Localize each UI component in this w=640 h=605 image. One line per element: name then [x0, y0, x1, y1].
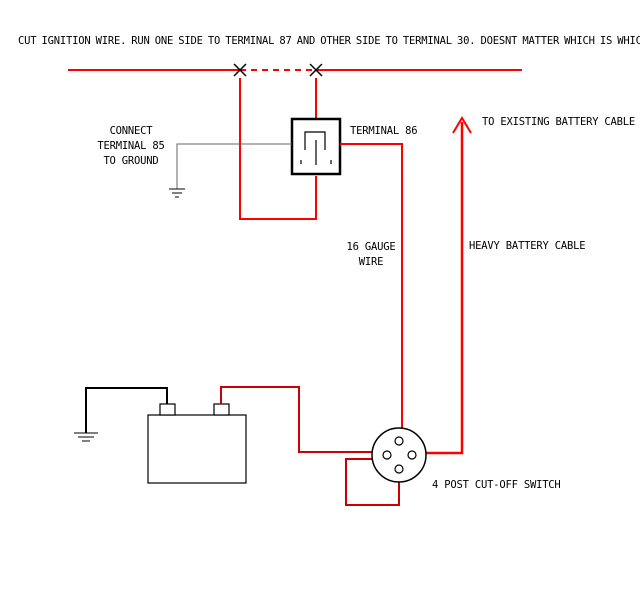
- cut-mark-left: [233, 63, 247, 77]
- heavy-battery-cable: [424, 122, 464, 455]
- terminal-85-line-2: TERMINAL 85: [97, 140, 165, 152]
- switch-jumper-wire: [345, 458, 400, 506]
- battery-positive-wire: [220, 386, 372, 453]
- terminal-85-line-3: TO GROUND: [103, 155, 159, 167]
- gauge-wire-line-1: 16 GAUGE: [346, 241, 396, 253]
- instruction-text: CUT IGNITION WIRE. RUN ONE SIDE TO TERMI…: [18, 35, 640, 47]
- battery-ground-wire: [85, 387, 168, 433]
- terminal-85-ground-wire: [176, 143, 292, 189]
- cut-mark-right: [309, 63, 323, 77]
- gauge-wire-line-2: WIRE: [358, 256, 384, 268]
- arrow-up-icon: [452, 116, 472, 134]
- ground-symbol-relay: [169, 188, 185, 198]
- cut-off-switch: [371, 427, 427, 483]
- ground-symbol-battery: [74, 432, 98, 442]
- terminal-85-label: CONNECT TERMINAL 85 TO GROUND: [96, 124, 166, 169]
- relay: [290, 117, 342, 176]
- gauge-wire: [340, 143, 403, 433]
- heavy-cable-label: HEAVY BATTERY CABLE: [469, 240, 586, 252]
- terminal-85-line-1: CONNECT: [109, 125, 153, 137]
- switch-label: 4 POST CUT-OFF SWITCH: [432, 479, 561, 491]
- battery: [147, 403, 247, 484]
- to-battery-label: TO EXISTING BATTERY CABLE: [482, 116, 636, 128]
- terminal-86-label: TERMINAL 86: [350, 125, 418, 137]
- ignition-lead-loop: [239, 78, 317, 220]
- gauge-wire-label: 16 GAUGE WIRE: [343, 240, 399, 270]
